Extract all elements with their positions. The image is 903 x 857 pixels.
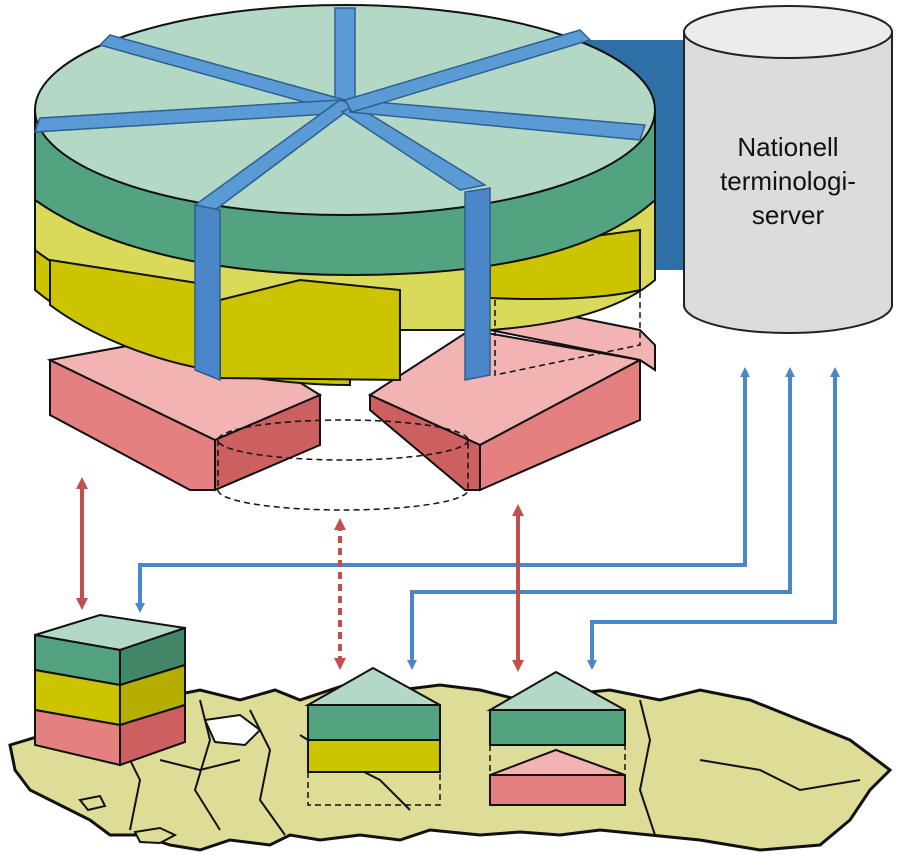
map-region-border <box>159 759 241 772</box>
central-data-store <box>33 4 656 511</box>
map-region-border <box>699 759 861 792</box>
server-label: Nationell terminologi- server <box>688 130 888 232</box>
map-lake <box>203 713 262 747</box>
side-band-right <box>464 187 491 381</box>
blue-connections <box>135 367 840 670</box>
local-store-full <box>34 613 186 767</box>
database-cylinder-icon <box>683 5 893 334</box>
local-store-partial-b <box>486 670 626 806</box>
local-store-partial-a <box>304 666 441 806</box>
sweden-regions-map <box>8 678 893 852</box>
map-island <box>133 826 178 845</box>
map-region-border <box>638 699 656 836</box>
top-layer-green <box>33 4 656 382</box>
top-face-bands <box>33 7 647 211</box>
red-connections <box>76 477 524 672</box>
server-label-line: server <box>751 200 825 230</box>
bidirectional-arrow-icon <box>587 367 840 670</box>
map-island <box>78 794 107 812</box>
server-label-line: terminologi- <box>720 166 856 196</box>
server-label-line: Nationell <box>737 132 839 162</box>
side-band-left <box>194 204 221 382</box>
